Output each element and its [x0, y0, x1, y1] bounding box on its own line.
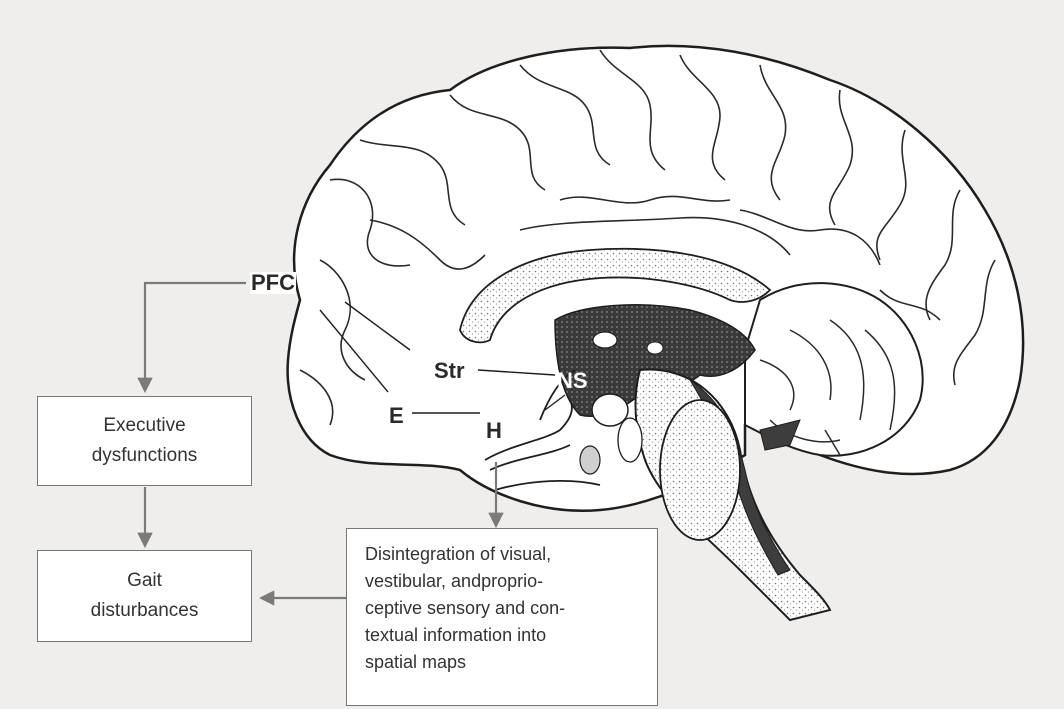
label-str: Str	[433, 360, 466, 382]
disintegration-line-4: textual information into	[365, 622, 565, 649]
gait-line-1: Gait	[91, 566, 199, 596]
gait-line-2: disturbances	[91, 596, 199, 626]
label-h: H	[485, 420, 503, 442]
str-pointer-line	[478, 370, 555, 375]
disintegration-line-3: ceptive sensory and con-	[365, 595, 565, 622]
executive-line-2: dysfunctions	[92, 441, 198, 471]
label-pfc: PFC	[250, 272, 296, 294]
disintegration-box: Disintegration of visual, vestibular, an…	[346, 528, 658, 706]
disintegration-line-2: vestibular, andproprio-	[365, 568, 565, 595]
label-e: E	[388, 405, 405, 427]
pfc-pointer-line-2	[320, 310, 388, 392]
pfc-pointer-line-1	[345, 302, 410, 350]
ns-pointer-line	[545, 395, 565, 410]
arrow-pfc-to-executive	[145, 283, 246, 390]
executive-dysfunctions-box: Executive dysfunctions	[37, 396, 252, 486]
disintegration-line-5: spatial maps	[365, 649, 565, 676]
executive-line-1: Executive	[92, 411, 198, 441]
label-ns: NS	[556, 370, 589, 392]
gait-disturbances-box: Gait disturbances	[37, 550, 252, 642]
disintegration-line-1: Disintegration of visual,	[365, 541, 565, 568]
